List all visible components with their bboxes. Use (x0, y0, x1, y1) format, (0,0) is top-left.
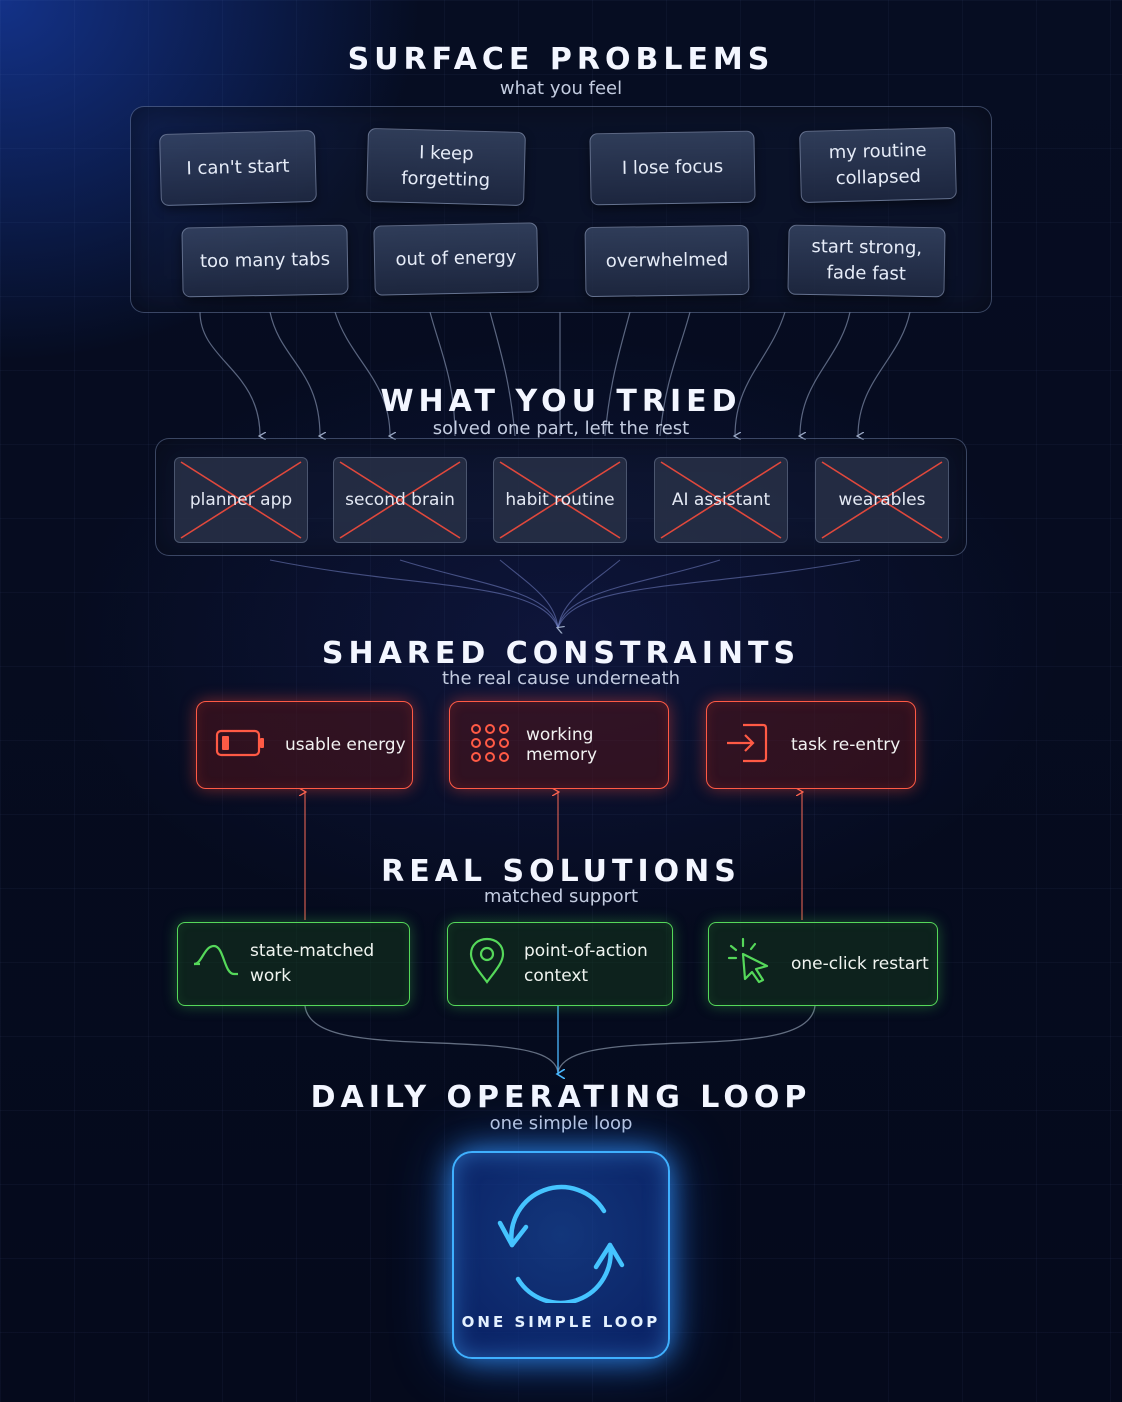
loop-card: ONE SIMPLE LOOP (452, 1151, 670, 1359)
wire (499, 559, 559, 629)
battery-low-icon (215, 728, 267, 763)
tried-label: AI assistant (671, 490, 771, 510)
problem-label: start strong, fade fast (811, 236, 923, 285)
crossed-out-icon (339, 461, 461, 539)
constraint-label: working memory (526, 725, 598, 765)
refresh-cycle-icon (497, 1184, 625, 1303)
problem-label: overwhelmed (605, 249, 729, 272)
crossed-out-icon (660, 461, 782, 539)
problem-card: my routine collapsed (799, 126, 957, 204)
wire (557, 559, 621, 629)
problem-label: I can't start (186, 155, 290, 180)
section-subtitle-constraints: the real cause underneath (442, 668, 680, 689)
section-title-solutions: REAL SOLUTIONS (381, 854, 741, 889)
section-subtitle-solutions: matched support (483, 886, 639, 907)
crossed-out-icon (821, 461, 943, 539)
constraint-label: usable energy (285, 735, 406, 755)
problem-card: start strong, fade fast (787, 224, 946, 298)
problem-label: I lose focus (621, 156, 724, 179)
problem-label: I keep forgetting (400, 142, 491, 192)
wire (489, 311, 516, 437)
section-title-surface: SURFACE PROBLEMS (347, 42, 775, 77)
problem-card: I can't start (159, 129, 317, 207)
wire (399, 559, 559, 629)
section-subtitle-loop: one simple loop (489, 1113, 633, 1134)
wire (858, 311, 911, 436)
solution-card: state-matched work (177, 922, 410, 1006)
section-subtitle-surface: what you feel (499, 78, 623, 99)
wire (557, 559, 721, 629)
solution-label: one-click restart (791, 953, 929, 974)
loop-label: ONE SIMPLE LOOP (461, 1313, 661, 1331)
wire (558, 559, 861, 628)
dot-grid-icon (470, 723, 512, 768)
section-subtitle-tried: solved one part, left the rest (432, 418, 690, 439)
tried-item: AI assistant (654, 457, 788, 543)
tried-label: planner app (189, 490, 293, 510)
section-title-tried: WHAT YOU TRIED (380, 384, 742, 419)
solution-label: state-matched work (250, 941, 375, 986)
location-pin-icon (468, 936, 506, 992)
tried-item: habit routine (493, 457, 627, 543)
problem-card: out of energy (373, 222, 539, 296)
wire (800, 311, 851, 436)
enter-icon (725, 721, 769, 770)
wire (557, 1005, 816, 1073)
section-title-constraints: SHARED CONSTRAINTS (321, 636, 801, 671)
wire (269, 559, 559, 629)
problem-card: I keep forgetting (366, 127, 526, 207)
constraint-label: task re-entry (791, 735, 901, 755)
tried-item: second brain (333, 457, 467, 543)
crossed-out-icon (180, 461, 302, 539)
solution-label: point-of-action context (524, 941, 648, 986)
problem-label: my routine collapsed (828, 139, 927, 190)
wire (429, 311, 456, 437)
wire (604, 311, 631, 437)
wire (735, 311, 786, 436)
tried-label: wearables (838, 490, 926, 510)
tried-item: wearables (815, 457, 949, 543)
wire (269, 311, 320, 436)
wire (659, 311, 691, 437)
constraint-card: working memory (449, 701, 669, 789)
problem-card: too many tabs (181, 224, 349, 298)
wave-icon (192, 940, 238, 988)
solution-card: point-of-action context (447, 922, 673, 1006)
tried-label: second brain (345, 490, 455, 510)
wire (334, 311, 390, 436)
wire (304, 1005, 559, 1073)
problem-label: out of energy (395, 246, 517, 271)
section-title-loop: DAILY OPERATING LOOP (310, 1080, 812, 1115)
crossed-out-icon (499, 461, 621, 539)
problem-label: too many tabs (199, 248, 331, 273)
constraint-card: task re-entry (706, 701, 916, 789)
problem-card: I lose focus (589, 130, 756, 206)
solution-card: one-click restart (708, 922, 938, 1006)
constraint-card: usable energy (196, 701, 413, 789)
cursor-click-icon (727, 936, 775, 992)
problem-card: overwhelmed (584, 224, 750, 298)
tried-label: habit routine (505, 490, 615, 510)
tried-item: planner app (174, 457, 308, 543)
wire (199, 311, 260, 436)
